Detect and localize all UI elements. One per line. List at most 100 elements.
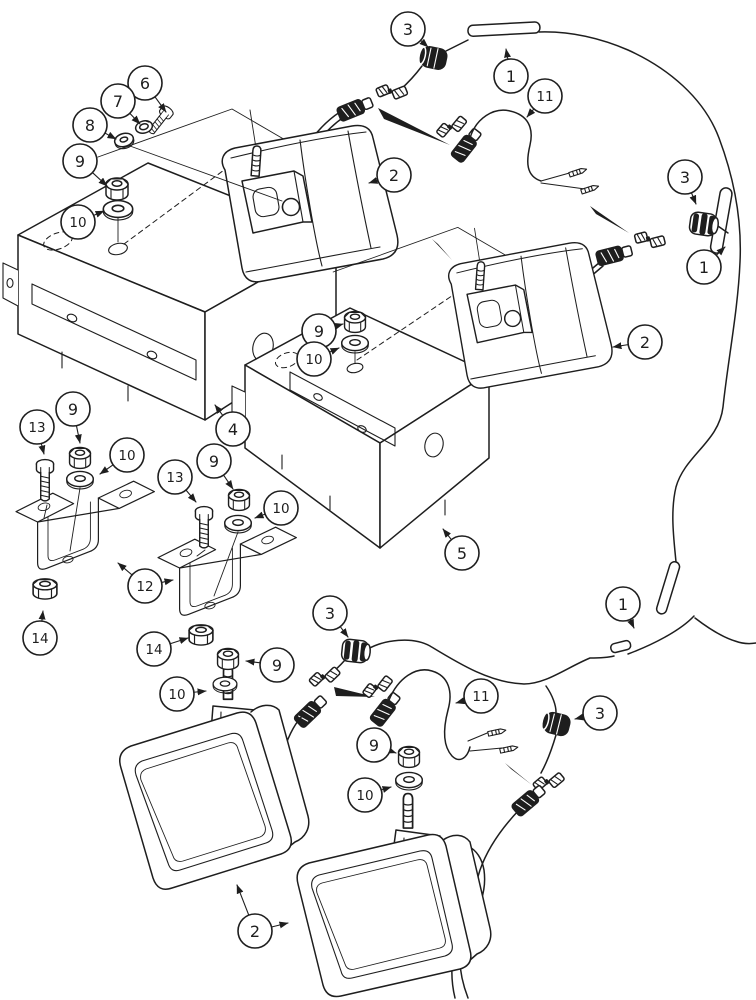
callout-5: 5 [442,528,480,571]
callout-number: 1 [506,67,516,86]
callout-9: 9 [245,647,295,683]
callout-circle [196,443,232,479]
callout-circle [215,411,251,447]
callout-number: 2 [250,922,260,941]
assembly-arrow [378,108,450,145]
callout-number: 10 [305,352,322,368]
callout-3: 3 [312,595,349,638]
callout-number: 9 [272,656,282,675]
callout-number: 2 [640,333,650,352]
callout-leader-arrow [442,528,452,541]
callout-circle [493,58,529,94]
callout-number: 13 [166,470,183,486]
work-lamp-front-right [296,792,492,998]
callout-leader-arrow [104,131,117,140]
callout-leader-arrow [270,921,289,929]
callout-leader-arrow [38,442,46,455]
nut-9 [105,177,129,201]
callout-circle [463,678,499,714]
callout-11: 11 [455,678,499,714]
harness-ferrule [610,639,632,654]
callout-circle [296,341,332,377]
callout-circle [127,65,163,101]
callout-circle [72,107,108,143]
callout-13: 13 [19,409,55,455]
grommet-right [687,210,721,238]
callout-circle [667,159,703,195]
washer-10 [340,334,370,354]
callout-number: 13 [28,420,45,436]
callout-leader-arrow [74,425,82,444]
callout-number: 11 [472,689,489,705]
callout-leader-arrow [236,884,250,916]
work-lamp-front-left [119,664,310,890]
callout-10: 10 [347,777,392,813]
callout-leader-arrow [222,474,234,490]
callout-circle [376,157,412,193]
callout-number: 9 [369,736,379,755]
callout-circle [259,647,295,683]
callout-circle [627,324,663,360]
channel-bracket-left [15,480,156,570]
nut-14 [32,577,58,600]
callout-4: 4 [214,404,251,447]
callout-leader-arrow [185,489,197,503]
callout-14: 14 [136,631,189,667]
callout-leader-arrow [627,618,635,629]
callout-number: 6 [140,74,150,93]
callout-10: 10 [60,204,105,240]
callout-2: 2 [612,324,663,360]
callout-leader-arrow [91,171,108,187]
callout-leader-arrow [161,578,174,586]
nut-9 [68,446,92,470]
nut-14 [188,623,214,646]
callout-circle [582,695,618,731]
callout-9: 9 [356,727,397,763]
nut-9 [216,647,240,671]
assembly-arrow [432,239,452,260]
callout-number: 2 [389,166,399,185]
callout-number: 10 [168,687,185,703]
callout-9: 9 [62,143,108,187]
callout-circle [527,78,563,114]
callout-leader-arrow [689,192,697,205]
callout-circle [263,490,299,526]
callout-leader-arrow [386,746,397,754]
callout-circle [60,204,96,240]
callout-leader-arrow [380,786,392,793]
callout-circle [444,535,480,571]
callout-10: 10 [254,490,299,526]
callout-number: 10 [69,215,86,231]
callout-number: 9 [314,322,324,341]
callout-number: 3 [680,168,690,187]
callout-circle [686,249,722,285]
channel-bracket-right [157,526,297,616]
callout-circle [159,676,195,712]
callout-10: 10 [159,676,207,712]
callout-12: 12 [117,562,174,604]
callout-circle [19,409,55,445]
callout-number: 3 [403,20,413,39]
callout-3: 3 [390,11,429,48]
callout-circle [127,568,163,604]
nut-9 [397,745,421,769]
assembly-arrow [590,206,629,233]
callout-leader-arrow [129,112,141,125]
callout-leader-arrow [99,464,114,475]
callout-circle [312,595,348,631]
jumper-wire-top [435,109,629,233]
washer-10 [394,771,424,791]
callout-9: 9 [196,443,234,490]
callout-6: 6 [127,65,167,113]
callout-9: 9 [301,313,344,349]
callout-7: 7 [100,83,141,125]
callout-10: 10 [296,341,340,377]
callout-2: 2 [236,884,289,949]
callout-number: 11 [536,89,553,105]
hardware-alignment-leaders [43,487,239,597]
callout-leader-arrow [526,108,536,118]
callout-number: 10 [118,448,135,464]
callout-leader-arrow [419,38,429,48]
